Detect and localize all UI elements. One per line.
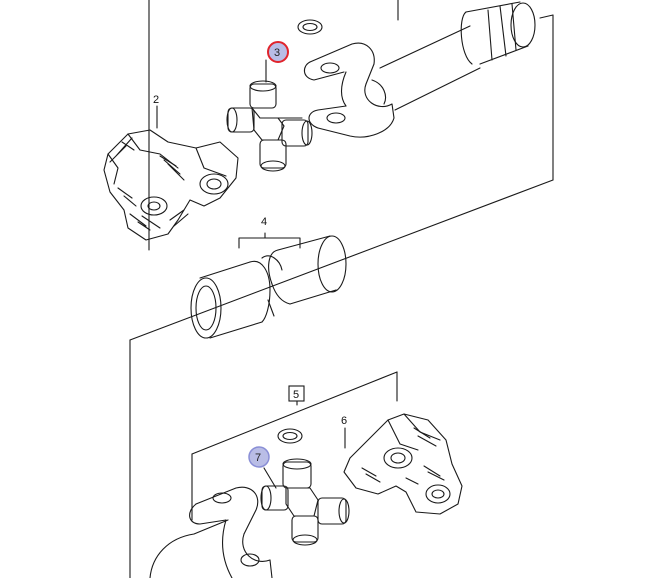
leader-7 — [263, 467, 277, 489]
universal-joint-cross-top — [226, 80, 313, 172]
universal-joint-cross-bottom — [260, 458, 350, 546]
callout-5-box — [288, 385, 305, 402]
hotspot-part-3[interactable]: 3 — [267, 41, 289, 63]
washer-top — [297, 19, 323, 35]
yoke-bottom — [343, 413, 463, 515]
callout-6: 6 — [341, 415, 347, 427]
washer-bottom — [277, 428, 303, 444]
flange-yoke — [103, 129, 239, 241]
callout-5: 5 — [293, 389, 299, 401]
callout-4: 4 — [261, 216, 267, 228]
hotspot-part-7[interactable]: 7 — [248, 446, 270, 468]
shaft-yoke-bottom — [149, 486, 273, 578]
callout-2: 2 — [153, 94, 159, 106]
hotspot-3-label: 3 — [274, 47, 280, 59]
hotspot-7-label: 7 — [255, 452, 261, 464]
split-sleeve — [190, 235, 347, 339]
drive-shaft-top — [303, 1, 536, 138]
